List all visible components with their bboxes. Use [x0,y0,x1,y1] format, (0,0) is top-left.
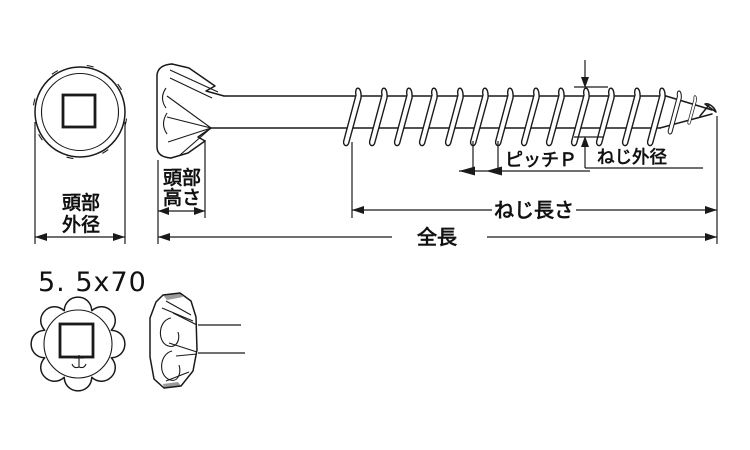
head-outer-diameter-label-line2: 外径 [62,213,100,236]
head-front-view [32,64,128,160]
size-label: 5. 5x70 [38,267,147,298]
head-outer-diameter-label-line1: 頭部 [62,191,100,214]
dim-head-height: 頭部 高さ [157,140,206,244]
screw-tip [659,90,717,135]
total-length-label: 全長 [416,225,458,249]
flower-outline [30,296,126,392]
head-inner-circle [40,72,120,152]
screw-head-side [156,63,225,159]
dim-total-length: 全長 [158,116,718,249]
head-side-detail-view [149,292,245,389]
pitch-label: ピッチＰ [505,150,577,170]
dim-thread-length: ねじ長さ [351,142,717,222]
thread-helix [342,87,666,147]
head-height-label-line2: 高さ [163,186,201,209]
head-detail-outline [149,292,198,389]
thread-outer-diameter-label: ねじ外径 [597,147,667,167]
dim-thread-outer-diameter: ねじ外径 [574,60,703,169]
head-rim-notches [32,64,128,160]
flower-head-front-view [30,296,126,392]
screw-side-view [156,63,717,159]
dim-head-outer-diameter: 頭部 外径 [34,122,126,244]
flower-inner-circle [43,309,113,379]
square-drive-recess-bottom [58,322,95,359]
dim-pitch: ピッチＰ [459,141,590,176]
maker-mark [71,355,87,369]
square-drive-recess [61,93,97,129]
head-height-label-line1: 頭部 [163,166,201,189]
thread-length-label: ねじ長さ [494,199,574,222]
head-outer-circle [34,66,126,158]
